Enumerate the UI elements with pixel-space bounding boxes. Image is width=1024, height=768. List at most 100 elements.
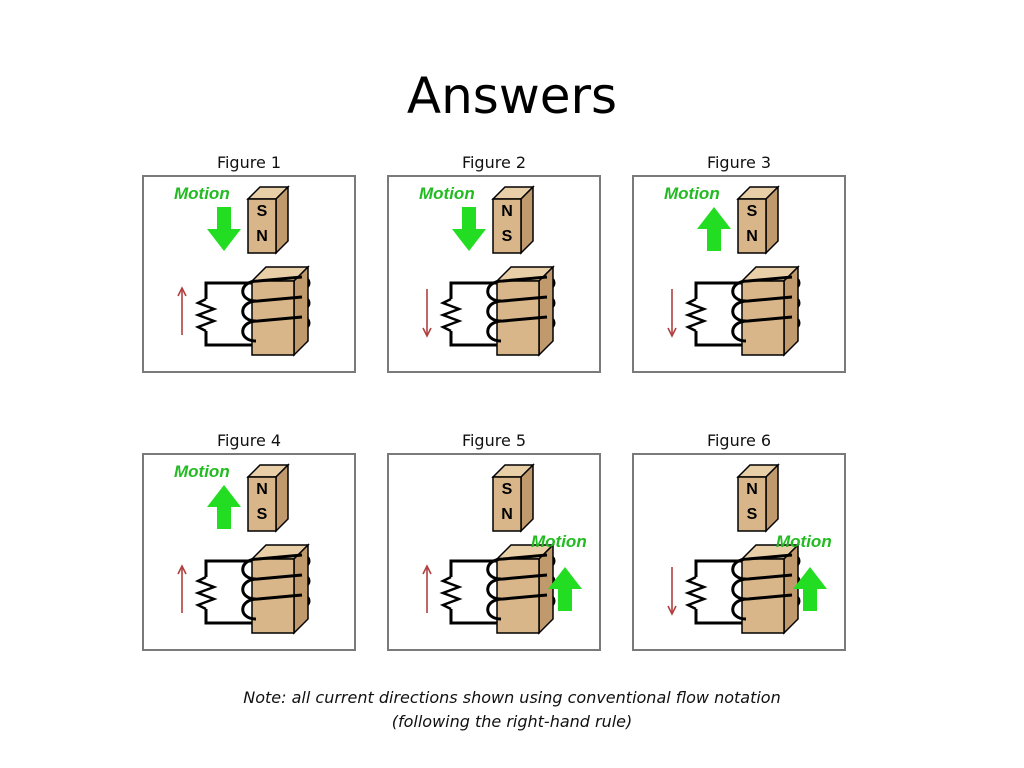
magnet-bottom-pole: S	[747, 506, 758, 523]
motion-arrow-icon	[452, 207, 486, 251]
resistor-icon	[684, 575, 708, 611]
bar-magnet-front-face	[737, 198, 767, 254]
magnet-bottom-pole: N	[501, 506, 513, 523]
bar-magnet-front-face	[247, 476, 277, 532]
coil-core-side-face	[538, 265, 554, 357]
induction-diagram: SN Motion	[664, 184, 801, 357]
circuit-wire-bottom	[694, 331, 748, 347]
bar-magnet-front-face	[737, 476, 767, 532]
coil-front-windings	[241, 275, 303, 343]
resistor-icon	[194, 297, 218, 333]
figure-caption: Figure 1	[216, 153, 282, 172]
coil-front-windings	[241, 553, 303, 621]
current-arrow-down-icon	[422, 289, 432, 338]
coil-front-windings	[731, 275, 793, 343]
bar-magnet	[736, 185, 780, 255]
circuit-wire-top	[204, 281, 256, 299]
figure-caption: Figure 3	[706, 153, 772, 172]
current-arrow-up-icon	[177, 564, 187, 613]
circuit-wire-top	[694, 281, 746, 299]
bar-magnet-side-face	[520, 463, 534, 533]
figure-caption: Figure 4	[216, 431, 282, 450]
magnet-top-pole: N	[746, 481, 758, 498]
magnet-bottom-pole: S	[502, 228, 513, 245]
circuit-wire-top	[694, 559, 746, 577]
bar-magnet-side-face	[765, 185, 779, 255]
coil-front-windings	[486, 553, 548, 621]
motion-arrow-icon	[697, 207, 731, 251]
magnet-bottom-pole: S	[257, 506, 268, 523]
circuit-wire-bottom	[449, 331, 503, 347]
magnet-top-pole: S	[747, 203, 758, 220]
motion-arrow-icon	[793, 567, 827, 611]
motion-label: Motion	[174, 184, 230, 203]
magnet-top-pole: N	[501, 203, 513, 220]
magnet-top-pole: S	[257, 203, 268, 220]
resistor-icon	[194, 575, 218, 611]
figure-caption: Figure 6	[706, 431, 772, 450]
coil-front-windings	[486, 275, 548, 343]
figure-caption: Figure 2	[461, 153, 527, 172]
motion-arrow-icon	[207, 485, 241, 529]
circuit-wire-top	[449, 559, 501, 577]
magnet-bottom-pole: N	[256, 228, 268, 245]
current-arrow-down-icon	[667, 567, 677, 616]
induction-diagram: NS Motion	[419, 184, 556, 357]
circuit-wire-top	[449, 281, 501, 299]
magnet-top-pole: N	[256, 481, 268, 498]
magnet-bottom-pole: N	[746, 228, 758, 245]
resistor-icon	[684, 297, 708, 333]
coil-core	[495, 543, 555, 635]
resistor-icon	[439, 297, 463, 333]
motion-arrow-icon	[207, 207, 241, 251]
bar-magnet-side-face	[275, 185, 289, 255]
motion-label: Motion	[174, 462, 230, 481]
current-arrow-down-icon	[667, 289, 677, 338]
bar-magnet	[246, 463, 290, 533]
figure-caption: Figure 5	[461, 431, 527, 450]
bar-magnet-side-face	[765, 463, 779, 533]
bar-magnet	[246, 185, 290, 255]
motion-arrow-icon	[548, 567, 582, 611]
coil-core-side-face	[293, 265, 309, 357]
circuit-wire-bottom	[204, 331, 258, 347]
current-arrow-up-icon	[177, 286, 187, 335]
induction-diagram: NS Motion	[174, 462, 311, 635]
circuit-wire-bottom	[204, 609, 258, 625]
induction-diagram: NS Motion	[667, 463, 832, 635]
note-line-1: Note: all current directions shown using…	[243, 688, 781, 707]
note-line-2: (following the right-hand rule)	[391, 712, 633, 731]
page-title: Answers	[406, 67, 618, 125]
bar-magnet-side-face	[275, 463, 289, 533]
coil-front-windings	[731, 553, 793, 621]
bar-magnet-front-face	[247, 198, 277, 254]
bar-magnet-side-face	[520, 185, 534, 255]
current-arrow-up-icon	[422, 564, 432, 613]
bar-magnet-front-face	[492, 476, 522, 532]
induction-diagram: SN Motion	[174, 184, 311, 357]
circuit-wire-bottom	[694, 609, 748, 625]
coil-core-side-face	[783, 265, 799, 357]
motion-label: Motion	[776, 532, 832, 551]
magnet-top-pole: S	[502, 481, 513, 498]
resistor-icon	[439, 575, 463, 611]
induction-diagram: SN Motion	[422, 463, 587, 635]
motion-label: Motion	[531, 532, 587, 551]
bar-magnet	[736, 463, 780, 533]
bar-magnet	[491, 185, 535, 255]
circuit-wire-bottom	[449, 609, 503, 625]
motion-label: Motion	[664, 184, 720, 203]
motion-label: Motion	[419, 184, 475, 203]
